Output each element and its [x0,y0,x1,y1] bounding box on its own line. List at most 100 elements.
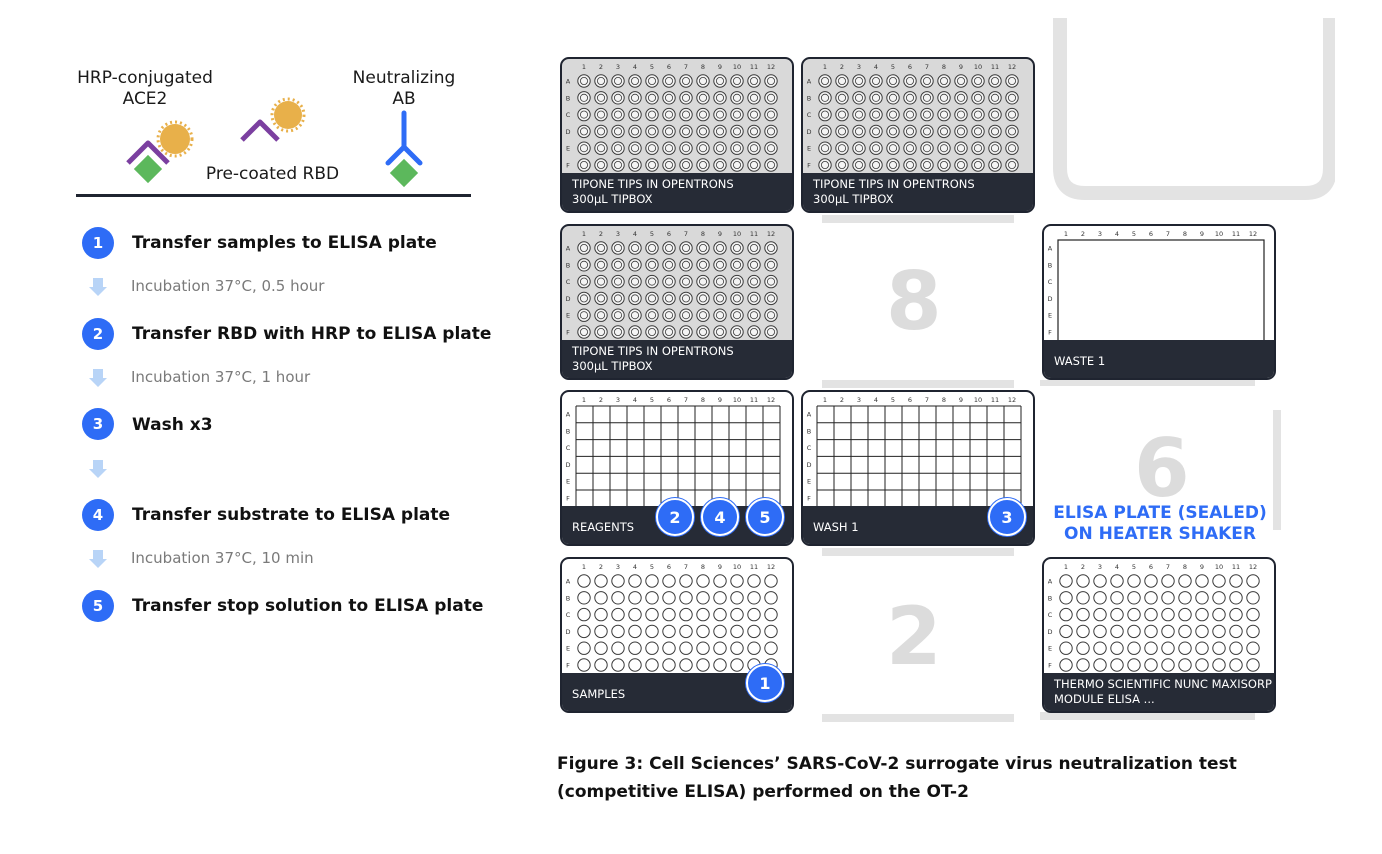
well [1246,607,1260,622]
well-inner [715,311,724,320]
well-inner [682,93,691,102]
well [1195,624,1209,639]
well-inner [990,76,999,85]
well-inner [872,110,881,119]
well-inner [749,277,758,286]
well [611,607,625,622]
well [713,158,727,172]
well-inner [990,127,999,136]
well [869,107,883,122]
well-inner [732,328,741,337]
well [920,74,934,88]
elisa-plate[interactable]: 123456789101112ABCDEFG THERMO SCIENTIFIC… [1042,557,1276,713]
well-inner [956,144,965,153]
well [1161,574,1175,588]
well [611,158,625,172]
well-inner [872,76,881,85]
well-inner [732,76,741,85]
well-inner [855,127,864,136]
well [628,325,642,339]
well [1178,591,1192,605]
figure-caption: Figure 3: Cell Sciences’ SARS-CoV-2 surr… [557,750,1277,806]
well-inner [820,144,829,153]
well [628,258,642,272]
labware-label: WASTE 1 [1044,340,1274,378]
well [747,308,761,322]
well [1110,574,1124,588]
label-line1: TIPONE TIPS IN OPENTRONS [572,344,734,358]
well-inner [732,127,741,136]
well [920,141,934,155]
row-label: F [807,162,811,170]
well-inner [749,144,758,153]
well [628,241,642,255]
column-label: 9 [718,563,722,571]
well-inner [631,144,640,153]
column-label: 11 [750,563,758,571]
well [1076,624,1090,639]
well [594,325,608,339]
well [713,91,727,105]
row-label: B [566,427,570,435]
tipbox-slot-11[interactable]: 123456789101112ABCDEFG TIPONE TIPS IN OP… [801,57,1035,213]
column-label: 5 [650,563,654,571]
well [1127,641,1141,655]
well-inner [597,93,606,102]
well-inner [614,328,623,337]
neutralizing-ab-label: Neutralizing AB [334,68,474,110]
well-inner [698,76,707,85]
well [764,291,778,306]
well [628,274,642,289]
well [1161,624,1175,639]
well [937,74,951,88]
well [886,158,900,172]
well-inner [631,277,640,286]
well-inner [614,144,623,153]
tipbox-slot-10[interactable]: 123456789101112ABCDEFG TIPONE TIPS IN OP… [560,57,794,213]
well [988,141,1002,155]
well [594,91,608,105]
well [628,107,642,122]
well [628,658,642,672]
column-label: 6 [908,63,912,71]
row-label: E [566,145,570,153]
well [1212,641,1226,655]
well [1195,607,1209,622]
well [1229,574,1243,588]
well-inner [889,161,898,170]
well [988,91,1002,105]
column-label: 12 [767,63,775,71]
well [1195,591,1209,605]
column-label: 3 [616,396,620,404]
well [713,607,727,622]
well [1005,141,1019,155]
row-label: E [566,312,570,320]
tipbox-slot-7[interactable]: 123456789101112ABCDEFG TIPONE TIPS IN OP… [560,224,794,380]
well-inner [631,311,640,320]
column-label: 1 [582,563,586,571]
well [713,74,727,88]
well [594,107,608,122]
column-label: 7 [684,396,688,404]
well-inner [648,76,657,85]
well [971,158,985,172]
label-line2: 300µL TIPBOX [813,192,894,206]
column-label: 11 [1232,563,1240,571]
well-inner [766,294,775,303]
well-inner [665,144,674,153]
column-label: 10 [1215,230,1223,238]
well-inner [749,110,758,119]
column-label: 12 [1008,396,1016,404]
elisa-plate-title: ELISA PLATE (SEALED) ON HEATER SHAKER [1040,503,1280,545]
column-label: 5 [650,396,654,404]
well [747,141,761,155]
well [835,91,849,105]
well-inner [956,76,965,85]
well-inner [973,110,982,119]
well [747,574,761,588]
well [954,74,968,88]
waste-reservoir[interactable]: 123456789101112ABCDEFG WASTE 1 [1042,224,1276,380]
well [954,141,968,155]
well [611,574,625,588]
column-label: 7 [684,563,688,571]
